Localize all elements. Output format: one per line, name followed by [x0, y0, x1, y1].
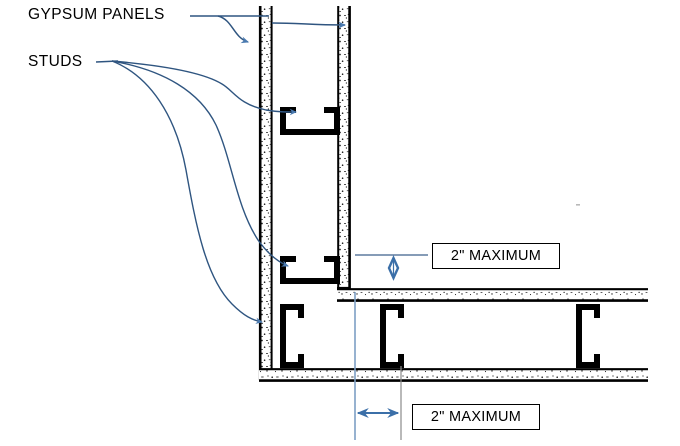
floor-stud-2	[380, 304, 404, 368]
gypsum-panel-wall-left	[258, 6, 273, 380]
callout-horizontal-gap: 2" MAXIMUM	[412, 404, 540, 430]
dimension-vertical-gap	[355, 254, 428, 281]
floor-stud-1	[280, 304, 304, 368]
floor-stud-3	[576, 304, 600, 368]
leader-studs	[95, 60, 298, 324]
gypsum-panel-floor	[259, 368, 648, 382]
label-gypsum-panels: GYPSUM PANELS	[28, 6, 165, 23]
gypsum-panel-ceiling	[337, 288, 648, 302]
dimension-horizontal-gap	[354, 292, 402, 440]
stray-mark	[576, 204, 580, 206]
wall-stud-upper	[280, 107, 340, 135]
callout-vertical-gap: 2" MAXIMUM	[432, 243, 560, 269]
wall-stud-lower	[280, 256, 340, 284]
leader-gypsum-panels	[190, 15, 347, 44]
label-studs: STUDS	[28, 53, 83, 70]
gypsum-panel-wall-right	[337, 6, 351, 300]
